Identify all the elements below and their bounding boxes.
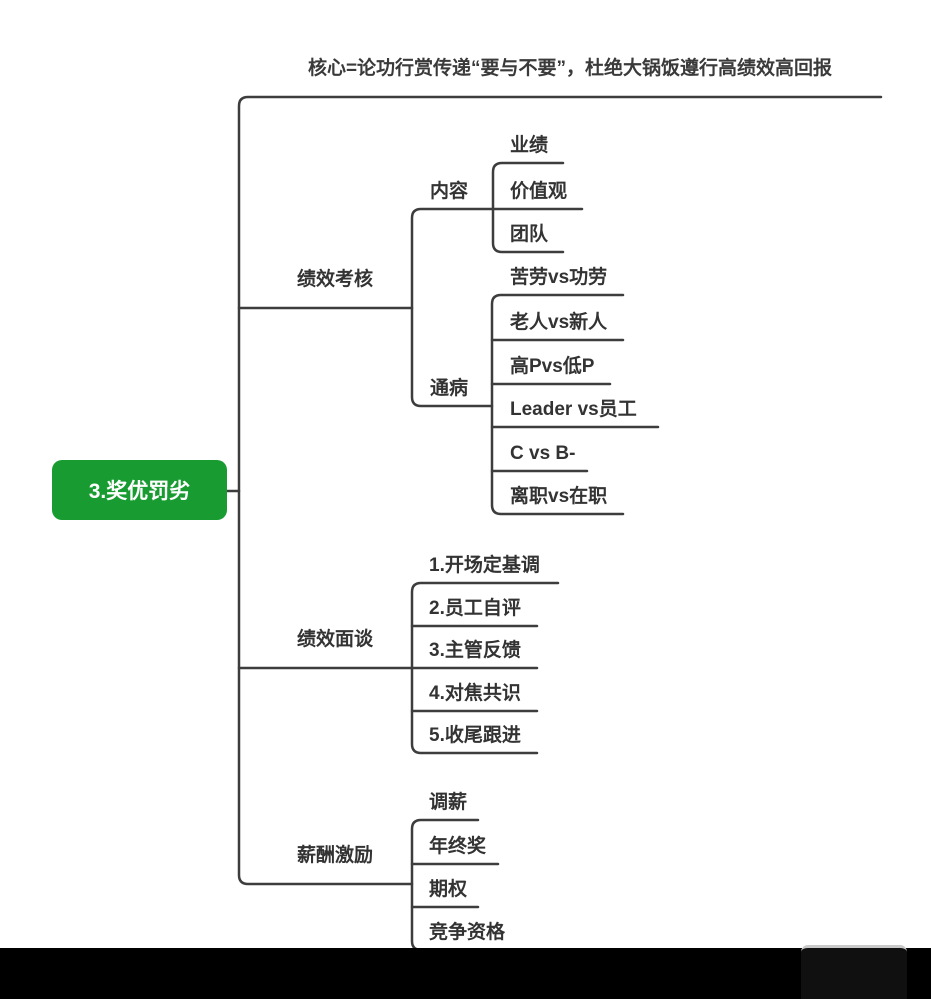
- root-node[interactable]: 3.奖优罚劣: [52, 460, 227, 520]
- node-interview-step2[interactable]: 2.员工自评: [429, 598, 521, 619]
- mindmap-title[interactable]: 核心=论功行赏传递“要与不要”，杜绝大锅饭遵行高绩效高回报: [307, 58, 833, 79]
- node-leader-vs-staff[interactable]: Leader vs员工: [510, 399, 637, 420]
- node-interview-step4[interactable]: 4.对焦共识: [429, 683, 521, 704]
- node-compensation-incentive[interactable]: 薪酬激励: [297, 845, 374, 866]
- node-year-end-bonus[interactable]: 年终奖: [429, 836, 487, 857]
- node-values[interactable]: 价值观: [510, 181, 568, 202]
- node-competition-eligibility[interactable]: 竞争资格: [429, 922, 506, 943]
- node-stock-options[interactable]: 期权: [429, 879, 468, 900]
- node-performance-review[interactable]: 绩效考核: [297, 269, 374, 290]
- connector-problems-child-spine: [490, 293, 625, 516]
- node-common-problems[interactable]: 通病: [430, 378, 469, 399]
- node-interview-step1[interactable]: 1.开场定基调: [429, 555, 540, 576]
- node-interview-step3[interactable]: 3.主管反馈: [429, 640, 521, 661]
- node-content[interactable]: 内容: [430, 181, 469, 202]
- node-effort-vs-merit[interactable]: 苦劳vs功劳: [510, 267, 608, 288]
- node-salary-adjustment[interactable]: 调薪: [429, 792, 468, 813]
- bottom-letterbox-bar: [0, 948, 931, 999]
- connector-branch1-child-spine: [410, 207, 495, 408]
- bottom-right-widget: [801, 945, 907, 999]
- node-interview-step5[interactable]: 5.收尾跟进: [429, 725, 521, 746]
- node-results[interactable]: 业绩: [510, 135, 549, 156]
- node-performance-interview[interactable]: 绩效面谈: [297, 629, 374, 650]
- node-veterans-vs-newcomers[interactable]: 老人vs新人: [510, 312, 608, 333]
- node-highp-vs-lowp[interactable]: 高Pvs低P: [510, 356, 595, 377]
- node-departed-vs-active[interactable]: 离职vs在职: [510, 486, 608, 507]
- connector-content-child-spine: [491, 161, 565, 254]
- node-team[interactable]: 团队: [510, 224, 549, 245]
- node-c-vs-bminus[interactable]: C vs B-: [510, 443, 576, 464]
